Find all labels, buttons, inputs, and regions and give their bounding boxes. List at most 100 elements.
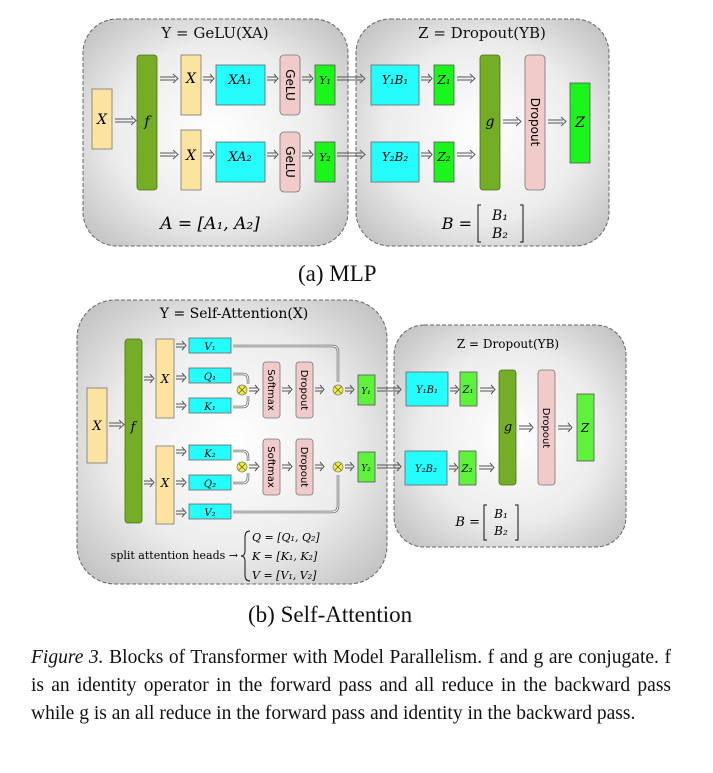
mlp-right-title: Z = Dropout(YB) bbox=[418, 24, 546, 42]
mlp-dropout-box bbox=[524, 54, 546, 191]
double-arrow-icon bbox=[160, 73, 179, 84]
double-arrow-icon bbox=[345, 384, 355, 395]
attn-head1-z-box bbox=[459, 371, 478, 407]
multiply-node-icon bbox=[332, 384, 344, 396]
split-k-eq: K = [K₁, K₂] bbox=[251, 550, 318, 563]
attn-dropout-box bbox=[537, 369, 556, 486]
mlp-branch1-weight-label: XA₁ bbox=[227, 73, 251, 88]
mlp-branch1-x-label: X bbox=[185, 71, 197, 87]
double-arrow-icon bbox=[176, 340, 187, 351]
double-arrow-icon bbox=[267, 73, 279, 84]
mlp-branch2-z-label: Z₂ bbox=[436, 150, 450, 164]
attn-b-eq-bot: B₂ bbox=[493, 524, 508, 538]
double-arrow-icon bbox=[421, 149, 433, 160]
double-arrow-icon bbox=[160, 149, 179, 160]
attn-head1-q-box bbox=[188, 367, 232, 384]
mlp-branch2-x-box bbox=[180, 129, 202, 191]
mlp-f-label: f bbox=[143, 114, 152, 130]
bracket-icon bbox=[483, 504, 519, 541]
attn-f-label: f bbox=[130, 420, 138, 435]
mlp-branch1-weight-box bbox=[215, 64, 266, 106]
mlp-branch1-yb-label: Y₁B₁ bbox=[382, 73, 408, 87]
double-arrow-icon bbox=[176, 400, 187, 411]
double-arrow-icon bbox=[337, 149, 366, 160]
mlp-branch1-yb-box bbox=[370, 64, 420, 106]
attn-head2-v-label: V₂ bbox=[204, 508, 215, 519]
attn-head1-softmax-box bbox=[262, 361, 281, 419]
mlp-branch2-z-box bbox=[433, 141, 455, 183]
attn-left-panel bbox=[76, 299, 388, 585]
attn-head2-dropout-label: Dropout bbox=[298, 447, 309, 488]
mlp-branch2-weight-label: XA₂ bbox=[227, 150, 251, 165]
attn-output-z-box bbox=[576, 393, 595, 462]
attn-g-bar bbox=[498, 369, 517, 486]
mlp-branch1-y-label: Y₁ bbox=[319, 74, 331, 87]
double-arrow-icon bbox=[109, 419, 125, 430]
attn-head2-yb-box bbox=[404, 450, 448, 486]
multiply-node-icon bbox=[236, 384, 248, 396]
mlp-branch2-x-label: X bbox=[185, 148, 197, 164]
double-arrow-icon bbox=[421, 73, 433, 84]
attn-input-x-label: X bbox=[91, 419, 102, 434]
double-arrow-icon bbox=[503, 116, 522, 127]
double-arrow-icon bbox=[282, 461, 293, 472]
mlp-b-eq-lhs: B = bbox=[441, 214, 472, 233]
attn-head1-yb-label: Y₁B₁ bbox=[416, 385, 438, 396]
double-arrow-icon bbox=[377, 461, 402, 472]
attn-head2-k-box bbox=[188, 444, 232, 461]
mlp-branch2-yb-label: Y₂B₂ bbox=[382, 150, 409, 164]
attn-head2-q-label: Q₂ bbox=[204, 479, 216, 490]
attn-head2-z-label: Z₂ bbox=[461, 464, 473, 475]
attn-head1-dropout-label: Dropout bbox=[298, 370, 309, 411]
attn-input-x-box bbox=[86, 387, 108, 464]
double-arrow-icon bbox=[337, 73, 366, 84]
mlp-dropout-label: Dropout bbox=[528, 98, 542, 147]
mlp-b-eq-bot: B₂ bbox=[491, 226, 508, 242]
double-arrow-icon bbox=[176, 477, 187, 488]
attention-diagram: Y = Self-Attention(X) Z = Dropout(YB) X … bbox=[76, 299, 627, 585]
attn-head1-v-box bbox=[188, 337, 232, 354]
attn-head2-softmax-box bbox=[262, 438, 281, 496]
attn-b-eq-lhs: B = bbox=[454, 515, 480, 530]
mlp-subcaption: (a) MLP bbox=[298, 261, 377, 286]
attention-subcaption: (b) Self-Attention bbox=[248, 602, 413, 627]
double-arrow-icon bbox=[450, 384, 460, 395]
double-arrow-icon bbox=[249, 461, 260, 472]
multiply-node-icon bbox=[236, 461, 248, 473]
attn-head1-q-label: Q₁ bbox=[204, 372, 216, 383]
attn-right-title: Z = Dropout(YB) bbox=[457, 337, 559, 351]
double-arrow-icon bbox=[144, 373, 155, 384]
attn-head2-dropout-box bbox=[295, 438, 314, 496]
double-arrow-icon bbox=[457, 149, 476, 160]
double-arrow-icon bbox=[203, 149, 215, 160]
double-arrow-icon bbox=[519, 422, 534, 433]
double-arrow-icon bbox=[249, 384, 260, 395]
double-arrow-icon bbox=[144, 477, 155, 488]
mlp-input-x-label: X bbox=[96, 112, 108, 128]
mlp-branch1-z-label: Z₁ bbox=[436, 73, 450, 87]
attn-head2-k-label: K₂ bbox=[203, 449, 215, 460]
double-arrow-icon bbox=[267, 149, 279, 160]
attn-head1-z-label: Z₁ bbox=[462, 385, 474, 396]
attn-head1-yb-box bbox=[405, 371, 449, 407]
mlp-output-z-label: Z bbox=[574, 115, 585, 131]
attn-head1-k-label: K₁ bbox=[203, 402, 215, 413]
mlp-branch2-gelu-box bbox=[279, 131, 301, 193]
attn-head1-k-box bbox=[188, 397, 232, 414]
double-arrow-icon bbox=[457, 73, 476, 84]
attn-head2-y-box bbox=[357, 451, 376, 483]
caption-text: Blocks of Transformer with Model Paralle… bbox=[31, 647, 671, 724]
attn-head2-softmax-label: Softmax bbox=[265, 446, 276, 488]
attn-head1-dropout-box bbox=[295, 361, 314, 419]
double-arrow-icon bbox=[548, 116, 567, 127]
split-v-eq: V = [V₁, V₂] bbox=[252, 569, 317, 582]
double-arrow-icon bbox=[176, 372, 187, 383]
attn-g-label: g bbox=[504, 420, 512, 435]
double-arrow-icon bbox=[479, 462, 495, 473]
attn-b-eq-top: B₁ bbox=[493, 507, 508, 521]
mlp-branch2-y-label: Y₂ bbox=[319, 151, 331, 164]
mlp-f-bar bbox=[136, 54, 158, 191]
double-arrow-icon bbox=[345, 461, 355, 472]
mlp-b-eq-top: B₁ bbox=[491, 208, 508, 224]
double-arrow-icon bbox=[302, 73, 314, 84]
